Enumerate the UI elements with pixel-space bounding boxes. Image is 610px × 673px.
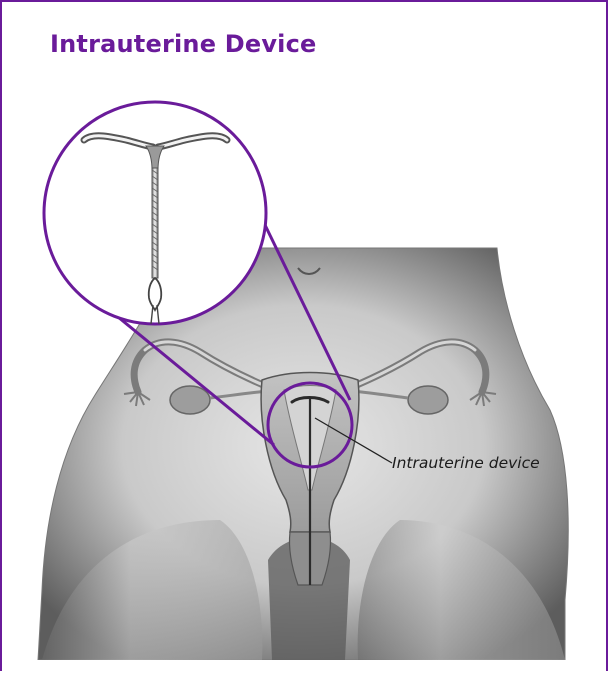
right-ovary — [408, 386, 448, 414]
callout-label: Intrauterine device — [392, 454, 540, 472]
left-ovary — [170, 386, 210, 414]
